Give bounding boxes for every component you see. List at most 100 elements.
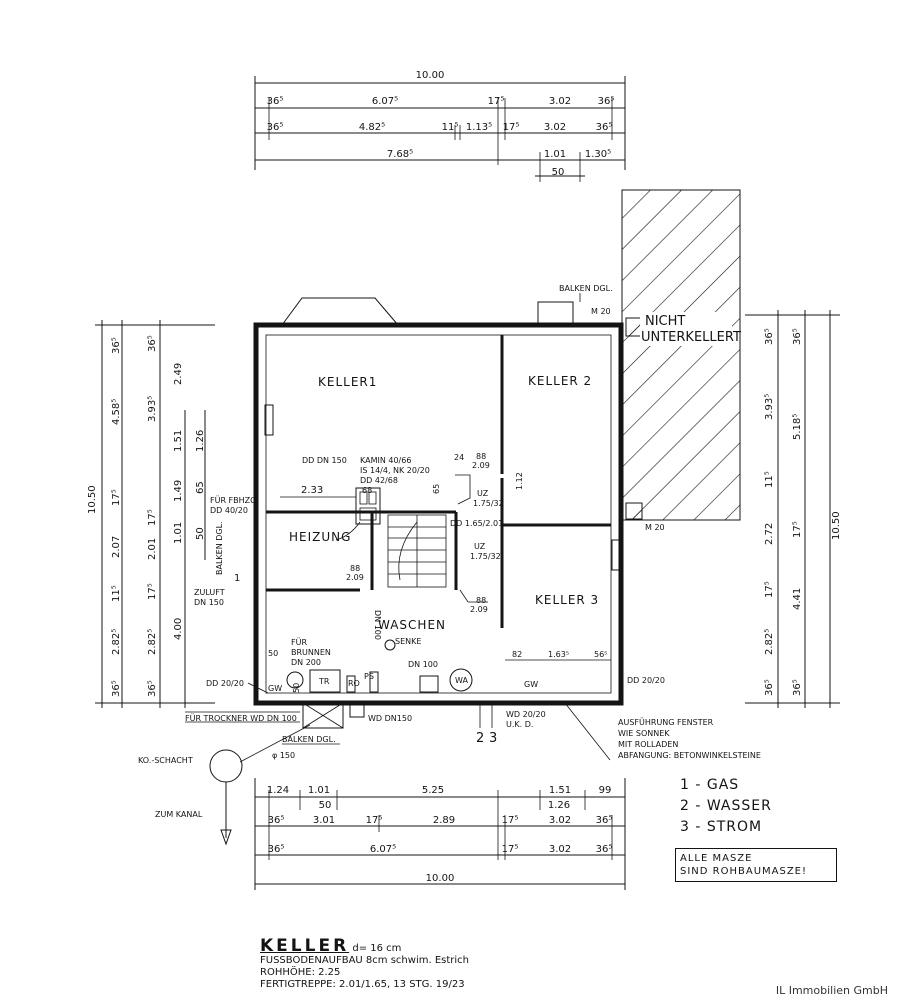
dim-label: 1.51 — [173, 430, 184, 452]
dim-label: 17⁵ — [792, 521, 803, 538]
label-m20: M 20 — [645, 523, 665, 532]
dim-label: 2.82⁵ — [764, 629, 775, 655]
dim-label: 6.07⁵ — [372, 96, 398, 107]
dim-label: 88 — [350, 564, 360, 573]
dim-label: 2.49 — [173, 363, 184, 385]
label-brunnen: BRUNNEN — [291, 648, 331, 657]
dim-label: 17⁵ — [488, 96, 505, 107]
label-uz: UZ — [477, 489, 489, 498]
label-brunnen-dn: DN 200 — [291, 658, 321, 667]
dim-bottom-total: 10.00 — [426, 873, 455, 884]
label-gw: GW — [524, 680, 538, 689]
dim-label: 36⁵ — [596, 122, 613, 133]
footer-title-row: KELLER d= 16 cm — [260, 938, 469, 955]
dim-label: 65 — [432, 484, 441, 494]
dim-label: 5.25 — [422, 785, 444, 796]
dim-label: 17⁵ — [502, 815, 519, 826]
legend-item: 1 - GAS — [680, 777, 740, 793]
label-kamin: IS 14/4, NK 20/20 — [360, 466, 430, 475]
room-waschen: WASCHEN — [378, 618, 446, 632]
dim-label: 36⁵ — [268, 844, 285, 855]
utility-legend: 1 - GAS 2 - WASSER 3 - STROM — [680, 775, 772, 838]
dim-label: 2.89 — [433, 815, 455, 826]
label-ausfuhrung: ABFANGUNG: BETONWINKELSTEINE — [618, 751, 761, 760]
dim-label: 2.72 — [764, 523, 775, 545]
dim-label: 36⁵ — [268, 815, 285, 826]
label-connection-3: 3 — [489, 731, 497, 746]
left-dimension-chains: 10.50 36⁵ 4.58⁵ 17⁵ 2.07 11⁵ 2.82⁵ 36⁵ 3… — [87, 320, 215, 708]
label-wd-20-20: WD 20/20 — [506, 710, 546, 719]
dim-label: 68 — [362, 486, 372, 495]
footer-block: KELLER d= 16 cm FUSSBODENAUFBAU 8cm schw… — [260, 938, 469, 991]
room-keller1: KELLER1 — [318, 375, 377, 389]
footer-line: FUSSBODENAUFBAU 8cm schwim. Estrich — [260, 955, 469, 966]
legend-item: 2 - WASSER — [680, 798, 772, 814]
dim-label: 7.68⁵ — [387, 149, 413, 160]
dimension-note: ALLE MASZE SIND ROHBAUMASZE! — [675, 848, 837, 882]
note-line: SIND ROHBAUMASZE! — [680, 866, 808, 877]
dim-label: 65 — [195, 481, 206, 494]
dim-label: 88 — [476, 596, 486, 605]
label-zum-kanal: ZUM KANAL — [155, 810, 203, 819]
label-tr: TR — [318, 677, 330, 686]
dim-right-total: 10.50 — [831, 511, 842, 540]
footer-line: ROHHÖHE: 2.25 — [260, 967, 341, 978]
dim-label: 24 — [454, 453, 464, 462]
label-dd-165: DD 1.65/2.01 — [450, 519, 503, 528]
room-keller2: KELLER 2 — [528, 374, 592, 388]
dim-label: 36⁵ — [792, 679, 803, 696]
label-wa: WA — [455, 676, 468, 685]
dim-label: 2.09 — [346, 573, 364, 582]
label-ausfuhrung: MIT ROLLADEN — [618, 740, 678, 749]
dim-label: 1.01 — [173, 522, 184, 544]
label-kamin: DD 42/68 — [360, 476, 398, 485]
label-balken-dgl: BALKEN DGL. — [559, 284, 613, 293]
dim-label: 1.12 — [515, 472, 524, 490]
dim-label: 36⁵ — [596, 815, 613, 826]
dim-label: 2.01 — [147, 538, 158, 560]
label-gw: GW — [268, 684, 282, 693]
dim-label: 36⁵ — [147, 680, 158, 697]
dim-label: 2.33 — [301, 485, 323, 496]
label-uz: UZ — [474, 542, 486, 551]
dim-label: 82 — [512, 650, 522, 659]
dim-label: 2.09 — [470, 605, 488, 614]
dim-label: 50 — [268, 649, 278, 658]
label-zuluft: ZULUFT — [194, 588, 225, 597]
staircase — [387, 514, 447, 588]
dim-label: 4.41 — [792, 588, 803, 610]
dim-label: 2.82⁵ — [147, 629, 158, 655]
dim-label: 88 — [476, 452, 486, 461]
label-uz-dim: 1.75/32 — [470, 552, 501, 561]
label-balken-dgl-bottom: BALKEN DGL. — [282, 735, 336, 744]
dim-label: 36⁵ — [111, 337, 122, 354]
label-phi150: φ 150 — [272, 751, 295, 760]
label-fur-fbhzg: FÜR FBHZG — [210, 495, 256, 505]
dim-label: 36⁵ — [147, 335, 158, 352]
dim-label: 1.01 — [308, 785, 330, 796]
dim-label: 50 — [195, 527, 206, 540]
room-heizung: HEIZUNG — [289, 530, 351, 544]
dim-label: 36⁵ — [596, 844, 613, 855]
note-line: ALLE MASZE — [680, 853, 753, 864]
dim-label: 5.18⁵ — [792, 414, 803, 440]
company-watermark: IL Immobilien GmbH — [775, 984, 888, 997]
dim-label: 3.93⁵ — [764, 394, 775, 420]
not-basement-area: NICHT UNTERKELLERT — [621, 189, 741, 521]
dim-label: 17⁵ — [764, 581, 775, 598]
dim-label: 2.07 — [111, 536, 122, 558]
dim-label: 17⁵ — [147, 509, 158, 526]
interior-annotations: BALKEN DGL. M 20 M 20 KAMIN 40/66 IS 14/… — [194, 284, 665, 694]
dim-label: 3.02 — [549, 844, 571, 855]
label-zuluft-dn: DN 150 — [194, 598, 224, 607]
dim-label: 4.00 — [173, 618, 184, 640]
label-dd-20-20: DD 20/20 — [206, 679, 244, 688]
dim-label: 1.26 — [548, 800, 570, 811]
bottom-dimension-chains: 1.24 1.01 5.25 1.51 99 50 1.26 36⁵ 3.01 … — [254, 778, 626, 890]
dim-label: 1.26 — [195, 430, 206, 452]
dim-label: 17⁵ — [111, 489, 122, 506]
dim-label: 3.01 — [313, 815, 335, 826]
label-unterkellert: UNTERKELLERT — [641, 330, 741, 345]
dim-label: 11⁵ — [442, 122, 459, 133]
dim-label: 36⁵ — [111, 680, 122, 697]
